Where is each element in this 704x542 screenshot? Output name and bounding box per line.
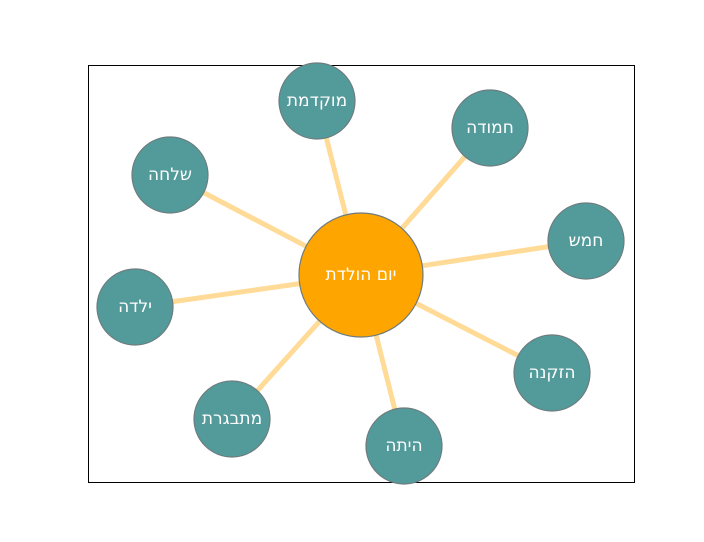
center-node-circle (298, 212, 424, 338)
center-node: יום הולדת (298, 212, 424, 338)
leaf-node-label: ילדה (118, 297, 152, 317)
leaf-node-label: היתה (385, 436, 422, 456)
leaf-node-5: ילדה (96, 268, 174, 346)
leaf-node-circle (513, 334, 591, 412)
leaf-node-4: חמש (547, 202, 625, 280)
leaf-node-circle (193, 380, 271, 458)
leaf-node-circle (451, 89, 529, 167)
leaf-node-circle (365, 407, 443, 485)
leaf-node-label: חמש (569, 231, 604, 251)
leaf-node-circle (547, 202, 625, 280)
leaf-node-label: שלחה (148, 165, 192, 185)
leaf-node-8: היתה (365, 407, 443, 485)
leaf-node-6: הזקנה (513, 334, 591, 412)
leaf-node-label: חמודה (466, 118, 514, 138)
leaf-node-label: מתבגרת (202, 409, 262, 429)
leaf-node-circle (278, 62, 356, 140)
leaf-node-label: מוקדמת (287, 91, 347, 111)
leaf-node-label: הזקנה (529, 363, 576, 383)
leaf-node-2: חמודה (451, 89, 529, 167)
leaf-node-circle (96, 268, 174, 346)
leaf-node-7: מתבגרת (193, 380, 271, 458)
leaf-node-circle (131, 136, 209, 214)
center-node-label: יום הולדת (326, 265, 397, 285)
leaf-node-3: שלחה (131, 136, 209, 214)
leaf-node-1: מוקדמת (278, 62, 356, 140)
